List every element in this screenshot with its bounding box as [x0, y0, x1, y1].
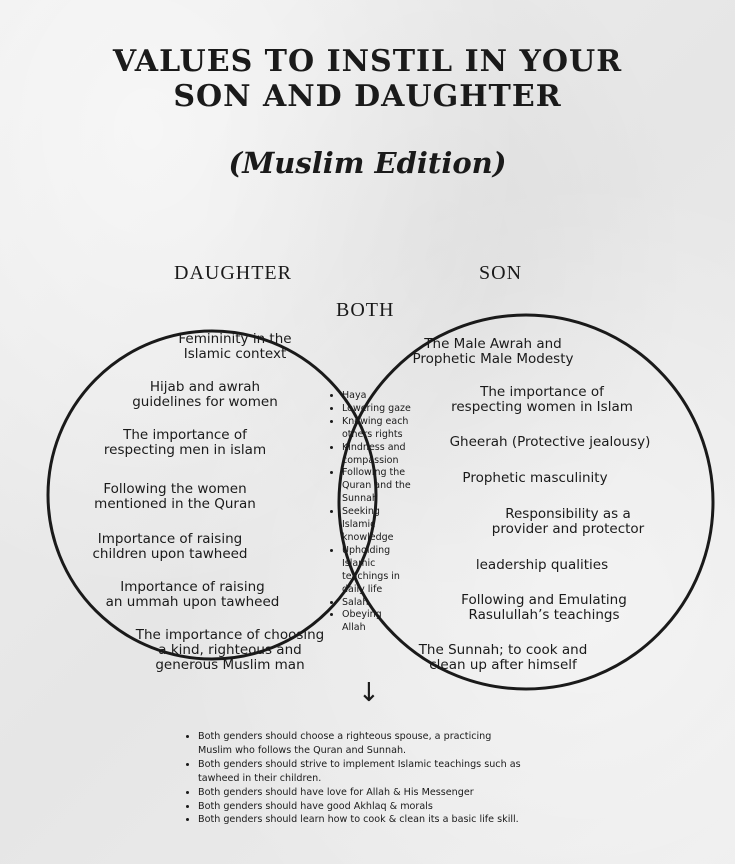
daughter-item: Following the women mentioned in the Qur… — [94, 481, 256, 512]
both-list: HayaLowering gazeKnowing each others rig… — [329, 390, 434, 635]
note-item: Both genders should have love for Allah … — [198, 786, 618, 800]
son-item: The importance of respecting women in Is… — [451, 384, 633, 415]
both-label: BOTH — [336, 299, 395, 321]
both-item: Obeying Allah — [342, 609, 434, 635]
daughter-label: DAUGHTER — [174, 262, 292, 284]
note-item: Both genders should strive to implement … — [198, 758, 618, 786]
daughter-item: The importance of choosing a kind, right… — [135, 627, 325, 673]
daughter-item: Importance of raising children upon tawh… — [92, 531, 248, 562]
note-item: Both genders should have good Akhlaq & m… — [198, 800, 618, 814]
both-item: Upholding Islamic teachings in daily lif… — [342, 545, 434, 597]
daughter-item: Femininity in the Islamic context — [178, 331, 292, 362]
both-item: Salah — [342, 597, 434, 610]
daughter-item: Importance of raising an ummah upon tawh… — [105, 579, 280, 610]
both-item: Knowing each others rights — [342, 416, 434, 442]
son-item: The Male Awrah and Prophetic Male Modest… — [412, 336, 574, 367]
son-label: SON — [479, 262, 523, 284]
page-title: VALUES TO INSTIL IN YOUR SON AND DAUGHTE… — [112, 44, 623, 114]
down-arrow-icon: ↓ — [358, 678, 380, 708]
both-item: Haya — [342, 390, 434, 403]
notes-list: Both genders should choose a righteous s… — [185, 730, 618, 827]
daughter-circle — [46, 329, 378, 661]
son-item: Responsibility as a provider and protect… — [491, 506, 645, 537]
son-item: Gheerah (Protective jealousy) — [449, 434, 651, 450]
page-subtitle: (Muslim Edition) — [228, 146, 507, 180]
son-circle — [337, 313, 715, 691]
son-item: Prophetic masculinity — [462, 470, 608, 486]
son-item: leadership qualities — [475, 557, 609, 573]
note-item: Both genders should choose a righteous s… — [198, 730, 618, 758]
son-item: Following and Emulating Rasulullah’s tea… — [461, 592, 627, 623]
daughter-item: The importance of respecting men in isla… — [103, 427, 267, 458]
both-item: Kindness and compassion — [342, 442, 434, 468]
daughter-item: Hijab and awrah guidelines for women — [132, 379, 278, 410]
note-item: Both genders should learn how to cook & … — [198, 813, 618, 827]
both-item: Seeking Islamic knowledge — [342, 506, 434, 545]
both-item: Lowering gaze — [342, 403, 434, 416]
son-item: The Sunnah; to cook and clean up after h… — [418, 642, 588, 673]
both-item: Following the Quran and the Sunnah — [342, 467, 434, 506]
